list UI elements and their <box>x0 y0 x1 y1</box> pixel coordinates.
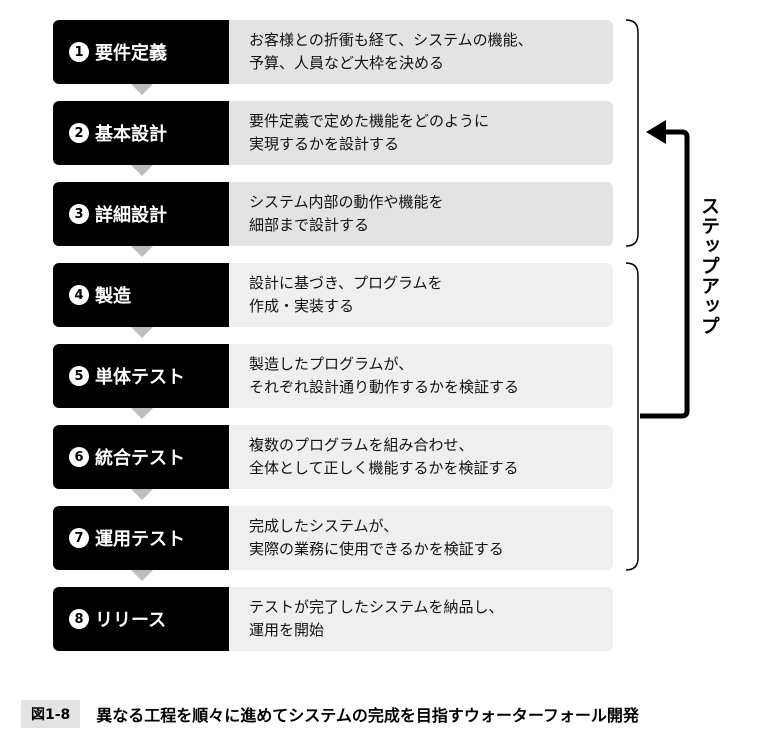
loop-arrow-line <box>640 129 690 419</box>
step-number-badge: 3 <box>69 204 89 224</box>
step-description-line: システム内部の動作や機能を <box>249 193 444 211</box>
step-number-badge: 5 <box>69 366 89 386</box>
step-title: 要件定義 <box>95 43 167 64</box>
step-description: お客様との折衝も経て、システムの機能、 予算、人員など大枠を決める <box>229 20 613 84</box>
step-description-line: 実際の業務に使用できるかを検証する <box>249 540 504 558</box>
step-title: リリース <box>95 610 167 631</box>
step-title: 運用テスト <box>95 529 185 550</box>
step-description-line: テストが完了したシステムを納品し、 <box>249 598 504 616</box>
down-arrow <box>131 84 153 95</box>
step-label: 3 詳細設計 <box>53 182 229 246</box>
step-description: 要件定義で定めた機能をどのように 実現するかを設計する <box>229 101 613 165</box>
step-title: 統合テスト <box>95 448 185 469</box>
step-description-line: 要件定義で定めた機能をどのように <box>249 112 490 130</box>
step-unit-test: 5 単体テスト 製造したプログラムが、 それぞれ設計通り動作するかを検証する <box>53 344 613 408</box>
step-implementation: 4 製造 設計に基づき、プログラムを 作成・実装する <box>53 263 613 327</box>
step-description: 設計に基づき、プログラムを 作成・実装する <box>229 263 613 327</box>
step-number-badge: 2 <box>69 123 89 143</box>
step-number-badge: 6 <box>69 447 89 467</box>
lower-bracket <box>625 262 639 571</box>
step-title: 基本設計 <box>95 124 167 145</box>
step-number-badge: 8 <box>69 609 89 629</box>
step-detailed-design: 3 詳細設計 システム内部の動作や機能を 細部まで設計する <box>53 182 613 246</box>
step-number-badge: 7 <box>69 528 89 548</box>
step-integration-test: 6 統合テスト 複数のプログラムを組み合わせ、 全体として正しく機能するかを検証… <box>53 425 613 489</box>
step-basic-design: 2 基本設計 要件定義で定めた機能をどのように 実現するかを設計する <box>53 101 613 165</box>
step-release: 8 リリース テストが完了したシステムを納品し、 運用を開始 <box>53 587 613 651</box>
step-description-line: 実現するかを設計する <box>249 135 400 153</box>
down-arrow <box>131 408 153 419</box>
step-description: 複数のプログラムを組み合わせ、 全体として正しく機能するかを検証する <box>229 425 613 489</box>
down-arrow <box>131 570 153 581</box>
step-number-badge: 4 <box>69 285 89 305</box>
step-description: テストが完了したシステムを納品し、 運用を開始 <box>229 587 613 651</box>
step-label: 2 基本設計 <box>53 101 229 165</box>
step-description-line: それぞれ設計通り動作するかを検証する <box>249 378 520 396</box>
step-up-label: ステップアップ <box>698 196 720 336</box>
step-description-line: 細部まで設計する <box>249 216 370 234</box>
step-description-line: お客様との折衝も経て、システムの機能、 <box>249 31 533 49</box>
down-arrow <box>131 489 153 500</box>
step-description-line: 全体として正しく機能するかを検証する <box>249 459 519 477</box>
step-description: 完成したシステムが、 実際の業務に使用できるかを検証する <box>229 506 613 570</box>
step-description-line: 運用を開始 <box>249 621 325 639</box>
step-number-badge: 1 <box>69 42 89 62</box>
step-description: システム内部の動作や機能を 細部まで設計する <box>229 182 613 246</box>
upper-bracket <box>625 19 639 247</box>
down-arrow <box>131 165 153 176</box>
step-description-line: 予算、人員など大枠を決める <box>249 54 445 72</box>
figure-caption: 図1-8 異なる工程を順々に進めてシステムの完成を目指すウォーターフォール開発 <box>21 700 639 728</box>
step-description: 製造したプログラムが、 それぞれ設計通り動作するかを検証する <box>229 344 613 408</box>
step-title: 単体テスト <box>95 367 185 388</box>
loop-arrow-head <box>646 120 666 144</box>
figure-number: 図1-8 <box>21 700 81 728</box>
step-label: 4 製造 <box>53 263 229 327</box>
step-label: 7 運用テスト <box>53 506 229 570</box>
figure-caption-text: 異なる工程を順々に進めてシステムの完成を目指すウォーターフォール開発 <box>96 706 639 725</box>
step-description-line: 複数のプログラムを組み合わせ、 <box>249 436 474 454</box>
step-title: 製造 <box>95 286 131 307</box>
step-operation-test: 7 運用テスト 完成したシステムが、 実際の業務に使用できるかを検証する <box>53 506 613 570</box>
step-description-line: 設計に基づき、プログラムを <box>249 274 443 292</box>
step-description-line: 作成・実装する <box>249 297 355 315</box>
step-title: 詳細設計 <box>95 205 167 226</box>
step-label: 1 要件定義 <box>53 20 229 84</box>
step-label: 5 単体テスト <box>53 344 229 408</box>
step-requirements: 1 要件定義 お客様との折衝も経て、システムの機能、 予算、人員など大枠を決める <box>53 20 613 84</box>
down-arrow <box>131 246 153 257</box>
step-description-line: 完成したシステムが、 <box>249 517 399 535</box>
step-label: 8 リリース <box>53 587 229 651</box>
down-arrow <box>131 327 153 338</box>
step-description-line: 製造したプログラムが、 <box>249 355 414 373</box>
step-label: 6 統合テスト <box>53 425 229 489</box>
